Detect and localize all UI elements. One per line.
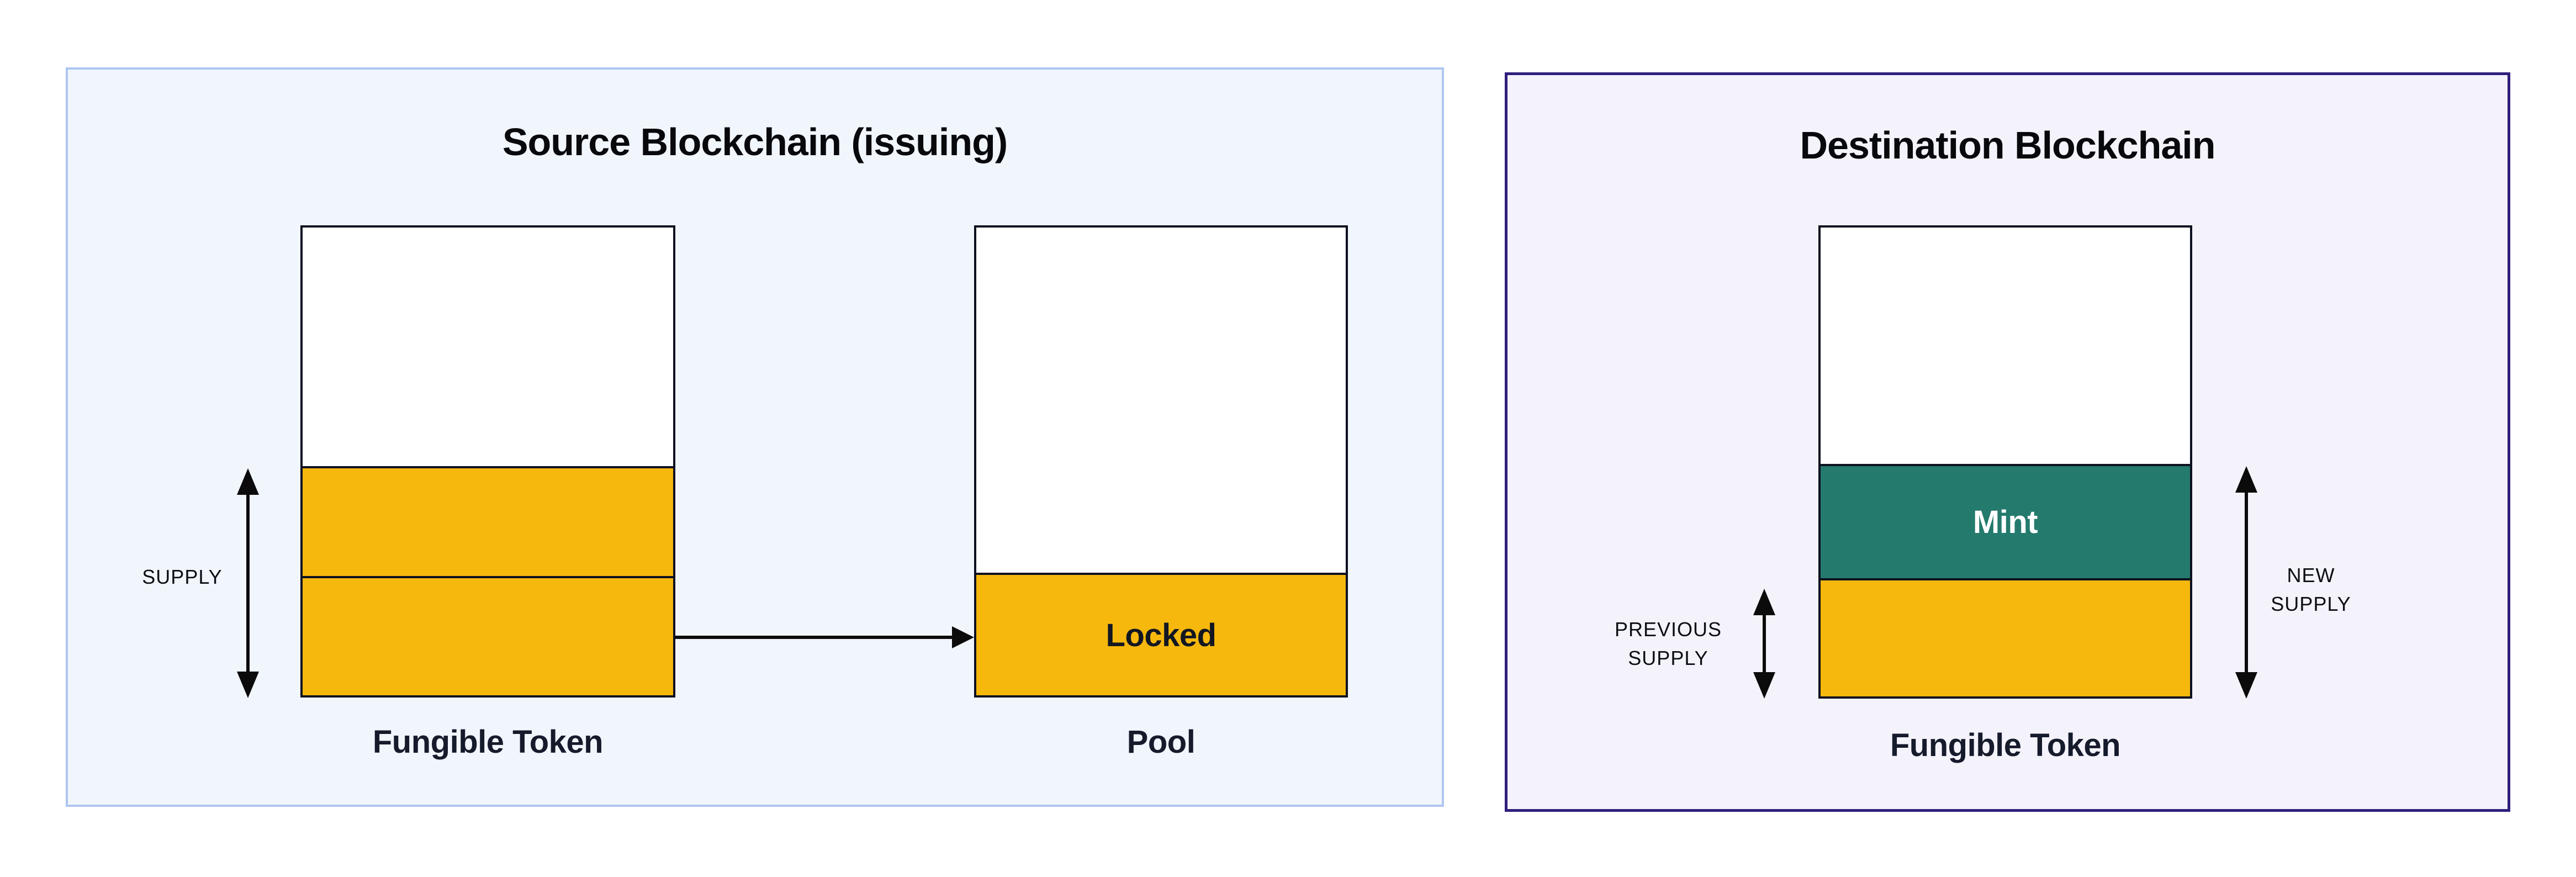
destination-fungible-token-label: Fungible Token [1890,727,2121,763]
previous-supply-range-arrow [1753,589,1775,699]
source-supply-lower-segment [303,576,673,695]
pool-locked-segment: Locked [976,573,1346,695]
previous-supply-segment [1821,578,2190,696]
source-fungible-token-bar [300,225,675,698]
destination-panel-title: Destination Blockchain [1800,124,2215,167]
arrow-shaft [2245,479,2248,685]
destination-blockchain-panel: Destination Blockchain Mint PREVIOUS SUP… [1505,72,2510,812]
source-supply-upper-segment [303,466,673,576]
new-supply-label: NEW SUPPLY [2271,564,2351,615]
locked-label: Locked [1105,617,1216,653]
new-supply-range-arrow [2235,466,2257,699]
pool-label: Pool [1126,724,1196,760]
arrowhead-down-icon [1753,672,1775,699]
mint-segment: Mint [1821,464,2190,578]
arrow-shaft [675,636,959,639]
arrow-shaft [246,482,250,685]
arrowhead-down-icon [2235,672,2257,699]
source-blockchain-panel: Source Blockchain (issuing) SUPPLY Locke… [66,67,1444,807]
destination-unissued-segment [1821,228,2190,464]
pool-bar: Locked [974,225,1348,698]
arrow-shaft [1763,602,1766,685]
pool-empty-segment [976,228,1346,573]
supply-label: SUPPLY [142,566,223,588]
mint-label: Mint [1972,504,2038,540]
source-unissued-segment [303,228,673,466]
lock-transfer-arrow [675,626,974,648]
supply-range-arrow [237,468,259,698]
destination-fungible-token-bar: Mint [1818,225,2192,699]
source-panel-title: Source Blockchain (issuing) [502,120,1008,163]
arrowhead-down-icon [237,672,259,698]
source-fungible-token-label: Fungible Token [372,724,604,760]
previous-supply-label: PREVIOUS SUPPLY [1614,618,1722,669]
arrowhead-right-icon [952,626,974,648]
